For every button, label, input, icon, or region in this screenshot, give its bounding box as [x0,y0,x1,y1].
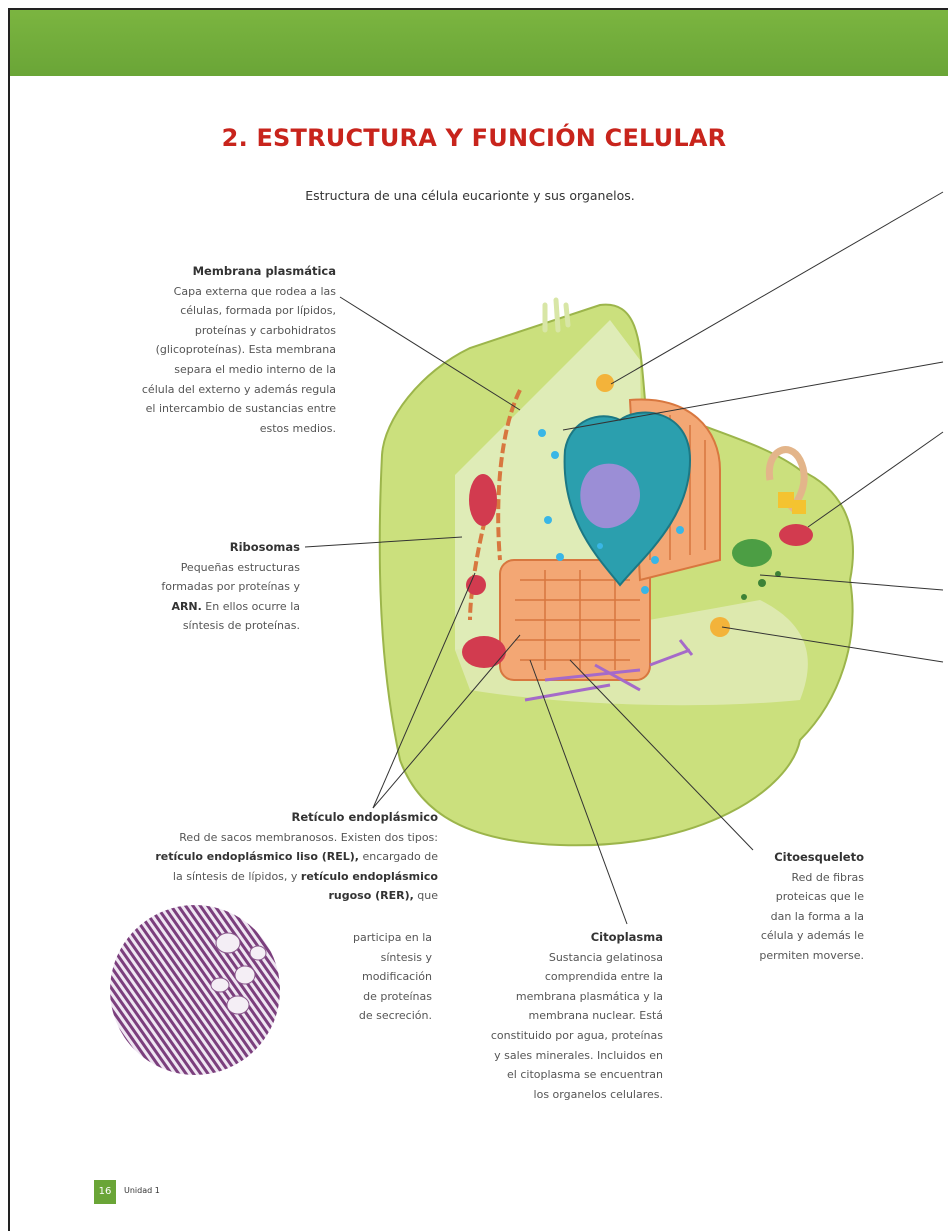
citoplasma-line: y sales minerales. Incluidos en [455,1046,663,1066]
membrana-line: células, formada por lípidos, [40,301,336,321]
reticulo-tail-line: de secreción. [300,1006,432,1026]
reticulo-tail-line: síntesis y [300,948,432,968]
citoplasma-line: constituido por agua, proteínas [455,1026,663,1046]
ribosomas-heading: Ribosomas [110,538,300,558]
ribosomas-line: Pequeñas estructuras [110,558,300,578]
reticulo-text: Retículo endoplásmico Red de sacos membr… [70,808,438,906]
membrana-heading: Membrana plasmática [40,262,336,282]
reticulo-line: la síntesis de lípidos, y retículo endop… [70,867,438,887]
reticulo-tail: participa en la síntesis y modificación … [300,928,432,1026]
membrana-line: el intercambio de sustancias entre [40,399,336,419]
reticulo-line: rugoso (RER), que [70,886,438,906]
citoesqueleto-heading: Citoesqueleto [700,848,864,868]
mitochondrion-1 [469,474,497,526]
ribosomas-line: síntesis de proteínas. [110,616,300,636]
reticulo-line: Red de sacos membranosos. Existen dos ti… [70,828,438,848]
reticulo-rer: retículo endoplásmico [301,870,438,883]
reticulo-heading: Retículo endoplásmico [70,808,438,828]
ribosomas-line: formadas por proteínas y [110,577,300,597]
reticulo-tail-line: de proteínas [300,987,432,1007]
reticulo-rest: encargado de [359,850,438,863]
citoesqueleto-line: permiten moverse. [700,946,864,966]
citoesqueleto-line: dan la forma a la [700,907,864,927]
er-micrograph [110,905,280,1075]
page-number: 16 [94,1180,116,1204]
citoesqueleto-line: Red de fibras [700,868,864,888]
citoesqueleto-text: Citoesqueleto Red de fibras proteicas qu… [700,848,864,966]
membrana-line: proteínas y carbohidratos [40,321,336,341]
reticulo-rer-2: rugoso (RER), [328,889,413,902]
ribosome-cluster [466,575,486,595]
citoplasma-line: membrana plasmática y la [455,987,663,1007]
ribosomas-bold: ARN. [171,600,201,613]
citoplasma-text: Citoplasma Sustancia gelatinosa comprend… [455,928,663,1104]
lysosome-2 [710,617,730,637]
reticulo-line: retículo endoplásmico liso (REL), encarg… [70,847,438,867]
unit-label: Unidad 1 [124,1186,160,1195]
ribosomas-text: Ribosomas Pequeñas estructuras formadas … [110,538,300,636]
reticulo-pre: la síntesis de lípidos, y [173,870,301,883]
ribosomas-line: ARN. En ellos ocurre la [110,597,300,617]
membrana-text: Membrana plasmática Capa externa que rod… [40,262,336,438]
citoplasma-heading: Citoplasma [455,928,663,948]
citoplasma-line: los organelos celulares. [455,1085,663,1105]
reticulo-tail-line: participa en la [300,928,432,948]
reticulo-tail-line: modificación [300,967,432,987]
citoplasma-line: membrana nuclear. Está [455,1006,663,1026]
membrana-line: (glicoproteínas). Esta membrana [40,340,336,360]
membrana-line: estos medios. [40,419,336,439]
mitochondrion-3 [779,524,813,546]
membrana-line: célula del externo y además regula [40,380,336,400]
citoplasma-line: el citoplasma se encuentran [455,1065,663,1085]
citoesqueleto-line: proteicas que le [700,887,864,907]
citoesqueleto-line: célula y además le [700,926,864,946]
reticulo-rest-2: que [414,889,438,902]
membrana-line: separa el medio interno de la [40,360,336,380]
mitochondrion-2 [462,636,506,668]
lysosome-1 [596,374,614,392]
membrana-line: Capa externa que rodea a las [40,282,336,302]
citoplasma-line: comprendida entre la [455,967,663,987]
citoplasma-line: Sustancia gelatinosa [455,948,663,968]
ribosomas-rest: En ellos ocurre la [202,600,300,613]
reticulo-rel: retículo endoplásmico liso (REL), [155,850,359,863]
